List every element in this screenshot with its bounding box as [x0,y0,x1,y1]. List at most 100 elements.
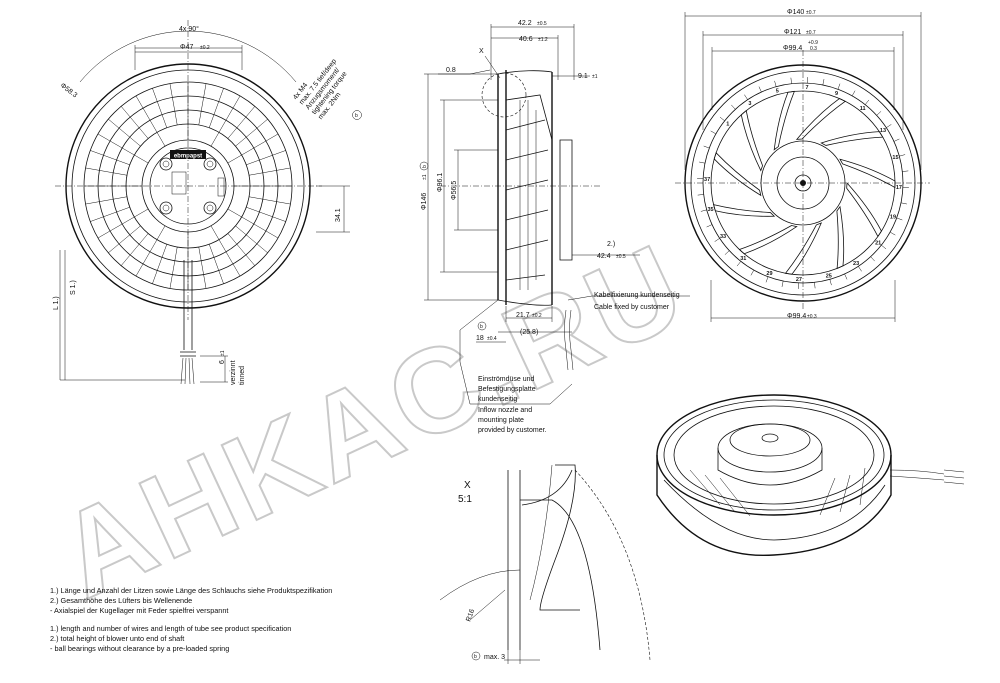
cable-de: Kabelfixierung kundenseitig [594,292,680,299]
dim-phi961: Φ96.1 [437,173,444,192]
dim-422: 42.2 [518,20,532,27]
scale-number: 25 [826,273,832,279]
front-rib [152,244,168,284]
front-inner-rib [156,132,166,147]
impeller-blade [820,131,884,146]
dim-6-tol: ±1 [220,350,226,356]
dim-91-tol: ±1 [592,74,598,80]
front-rib [198,83,207,125]
front-rib [85,196,127,205]
front-rib [90,150,130,166]
dim-L: L 1.) [53,296,60,310]
scale-tick [896,217,903,221]
scale-tick [837,83,841,90]
scale-number: 27 [796,277,802,283]
tinned-en: tinned [239,366,246,385]
dim-phi58: Φ58.3 [59,82,79,99]
dim-406-tol: ±1.2 [538,37,548,43]
dim-phi565: Φ56.5 [451,181,458,200]
dim-18: 18 [476,335,484,342]
dim-4x90: 4x 90° [179,25,199,33]
impeller-blade [712,204,776,217]
front-rib [235,225,268,254]
front-rib [85,167,127,176]
scale-number: 37 [704,177,710,183]
dim-S: S 1.) [70,280,77,295]
front-rib [135,95,158,133]
dim-258: (25.8) [520,329,538,336]
scale-number: 23 [853,261,859,267]
note-de-3: - Axialspiel der Kugellager mit Feder sp… [50,606,228,615]
note-de-2: 2.) Gesamthöhe des Lüfters bis Wellenend… [50,596,192,605]
dim-217-tol: ±0.2 [532,313,542,319]
front-rib [152,88,168,128]
dim-91: 9.1 [578,73,588,80]
dim-phi146: Φ146 [421,193,428,210]
scale-tick [765,276,769,283]
impeller-blade [839,158,896,189]
front-rib [246,206,286,222]
detail-label: X [464,480,471,491]
scale-tick [876,111,882,116]
scale-number: 19 [890,215,896,221]
scale-tick [864,99,870,105]
dim-bottom: Φ99.4 [787,313,806,320]
scale-tick [822,79,825,86]
scale-tick [829,279,832,286]
scale-number: 7 [806,85,809,91]
front-rib [227,106,256,139]
dim-phi146-ref: b [422,165,428,168]
scale-number: 9 [835,91,838,97]
front-rib [208,244,224,284]
front-inner-rib [134,208,149,218]
torque-ref: b [355,113,358,119]
scale-tick [697,194,704,196]
scale-number: 3 [748,101,751,107]
scale-tick [858,266,862,272]
nozzle-en-1: Inflow nozzle and [478,407,532,414]
front-rib [120,233,149,266]
front-inner-rib [134,154,149,164]
detail-scale: 5:1 [458,494,472,505]
detail-max: max. 3 [484,654,505,661]
dim-phi121-tol: ±0.7 [806,30,816,36]
note-en-3: - ball bearings without clearance by a p… [50,644,229,653]
nozzle-en-3: provided by customer. [478,427,547,434]
dim-424-tol: ±0.5 [616,254,626,260]
dim-phi140-tol: ±0.7 [806,10,816,16]
note-en-2: 2.) total height of blower unto end of s… [50,634,184,643]
scale-number: 5 [776,89,779,95]
dim-phi146-tol: ±1 [422,174,428,180]
front-rib [249,167,291,176]
front-rib [169,83,178,125]
dim-bottom-tol: ±0.3 [807,314,817,320]
dim-2: 2.) [607,241,615,248]
front-inner-rib [227,208,242,218]
scale-tick [714,238,720,242]
scale-tick [699,161,706,164]
front-rib [241,133,279,156]
scale-tick [870,256,875,262]
front-rib [227,233,256,266]
scale-number: 17 [896,185,902,191]
scale-number: 11 [860,106,866,112]
dim-18-ref: b [480,324,483,330]
scale-number: 21 [875,241,881,247]
scale-tick [710,130,717,135]
impeller-blade [846,182,882,238]
scale-tick [893,138,900,142]
dim-phi994-tol-dn: 0.3 [810,46,817,52]
scale-number: 1 [726,121,729,127]
scale-tick [881,244,887,250]
scale-tick [774,80,777,87]
detail-max-ref: b [474,654,477,660]
impeller-blades [712,90,896,275]
footnotes: 1.) Länge und Anzahl der Litzen sowie Lä… [50,586,332,653]
front-rib [208,88,224,128]
scale-tick [703,145,710,149]
scale-tick [902,170,909,172]
front-rib [135,239,158,277]
front-rib [218,95,241,133]
scale-tick [844,273,848,280]
dim-m4-group: 4x M4 max. 7.5 tief/deep Anzugsmoment/ t… [292,58,349,121]
